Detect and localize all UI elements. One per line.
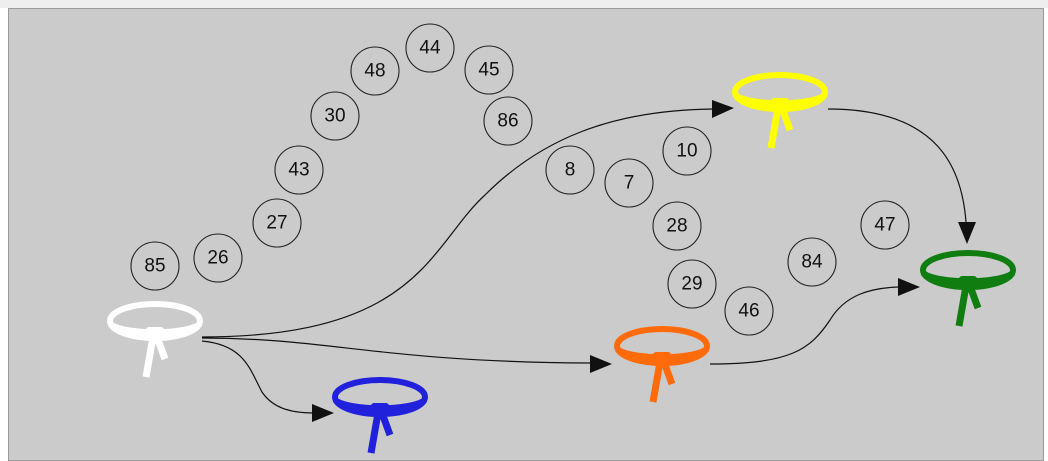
number-circle	[787, 237, 837, 287]
belt-end-right	[778, 106, 794, 132]
number-node-47: 47	[860, 200, 910, 250]
number-circle	[310, 91, 360, 141]
belt-end-left	[367, 412, 382, 454]
number-circle	[545, 145, 595, 195]
number-circle	[483, 96, 533, 146]
number-node-46: 46	[724, 286, 774, 336]
number-label: 47	[874, 215, 895, 236]
number-circle	[405, 23, 455, 73]
number-label: 26	[207, 248, 228, 269]
belt-knot	[146, 327, 164, 339]
blue-belt-icon	[332, 377, 428, 454]
number-label: 44	[419, 38, 441, 59]
number-circle	[350, 46, 400, 96]
edge-white-to-orange	[201, 337, 591, 364]
orange-belt-icon	[614, 326, 710, 403]
edge-yellow-to-green	[827, 108, 967, 223]
number-label: 84	[801, 252, 823, 273]
belt-glyph	[332, 377, 428, 454]
number-label: 30	[324, 106, 345, 127]
number-circle	[652, 201, 702, 251]
number-node-8: 8	[545, 145, 595, 195]
number-node-44: 44	[405, 23, 455, 73]
number-label: 46	[738, 301, 759, 322]
arrowhead-green-top	[958, 222, 976, 244]
number-circle	[662, 126, 712, 176]
number-node-43: 43	[274, 145, 324, 195]
edge-white-to-blue	[201, 340, 315, 414]
arrowhead-orange	[590, 355, 612, 373]
belt-glyph	[732, 72, 828, 149]
number-label: 86	[497, 111, 518, 132]
number-node-48: 48	[350, 46, 400, 96]
belt-end-right	[660, 360, 676, 386]
number-circle	[860, 200, 910, 250]
number-circle	[604, 158, 654, 208]
number-node-26: 26	[193, 233, 243, 283]
arrowhead-yellow	[712, 100, 734, 118]
green-belt-icon	[920, 250, 1016, 327]
belt-end-left	[955, 285, 970, 327]
number-circle	[667, 259, 717, 309]
number-node-29: 29	[667, 259, 717, 309]
number-node-10: 10	[662, 126, 712, 176]
belt-glyph	[920, 250, 1016, 327]
diagram-canvas	[8, 8, 1044, 461]
number-node-85: 85	[130, 241, 180, 291]
number-node-27: 27	[252, 198, 302, 248]
belt-end-left	[649, 361, 664, 403]
number-label: 45	[478, 60, 499, 81]
number-label: 8	[565, 160, 576, 181]
arrowhead-green-left	[898, 278, 920, 296]
number-circle	[274, 145, 324, 195]
number-label: 29	[681, 274, 702, 295]
number-circles: 85 26 27 43 30 48 44 45 86 10 8 7 28 29 …	[130, 23, 910, 336]
edge-orange-to-green	[709, 286, 899, 365]
edge-white-to-yellow	[201, 108, 715, 338]
number-circle	[464, 45, 514, 95]
number-circle	[193, 233, 243, 283]
number-label: 85	[144, 256, 165, 277]
number-node-86: 86	[483, 96, 533, 146]
belt-glyph	[614, 326, 710, 403]
arrowhead-blue	[312, 404, 334, 422]
number-node-45: 45	[464, 45, 514, 95]
number-node-84: 84	[787, 237, 837, 287]
number-label: 10	[676, 141, 697, 162]
belt-end-left	[142, 336, 157, 378]
number-node-30: 30	[310, 91, 360, 141]
number-label: 27	[266, 213, 287, 234]
number-circle	[252, 198, 302, 248]
belt-knot	[771, 98, 789, 110]
white-belt-icon	[107, 301, 203, 378]
number-label: 43	[288, 160, 309, 181]
number-label: 7	[624, 173, 635, 194]
belt-end-right	[966, 284, 982, 310]
yellow-belt-icon	[732, 72, 828, 149]
belt-end-left	[767, 107, 782, 149]
top-strip	[0, 0, 1048, 8]
belt-knot	[959, 276, 977, 288]
edges	[201, 100, 976, 422]
belt-knot	[371, 403, 389, 415]
belt-end-right	[153, 335, 169, 361]
number-node-28: 28	[652, 201, 702, 251]
belt-knot	[653, 352, 671, 364]
belt-end-right	[378, 411, 394, 437]
number-label: 48	[364, 61, 385, 82]
number-node-7: 7	[604, 158, 654, 208]
number-circle	[130, 241, 180, 291]
number-label: 28	[666, 216, 687, 237]
number-circle	[724, 286, 774, 336]
belt-glyph	[107, 301, 203, 378]
